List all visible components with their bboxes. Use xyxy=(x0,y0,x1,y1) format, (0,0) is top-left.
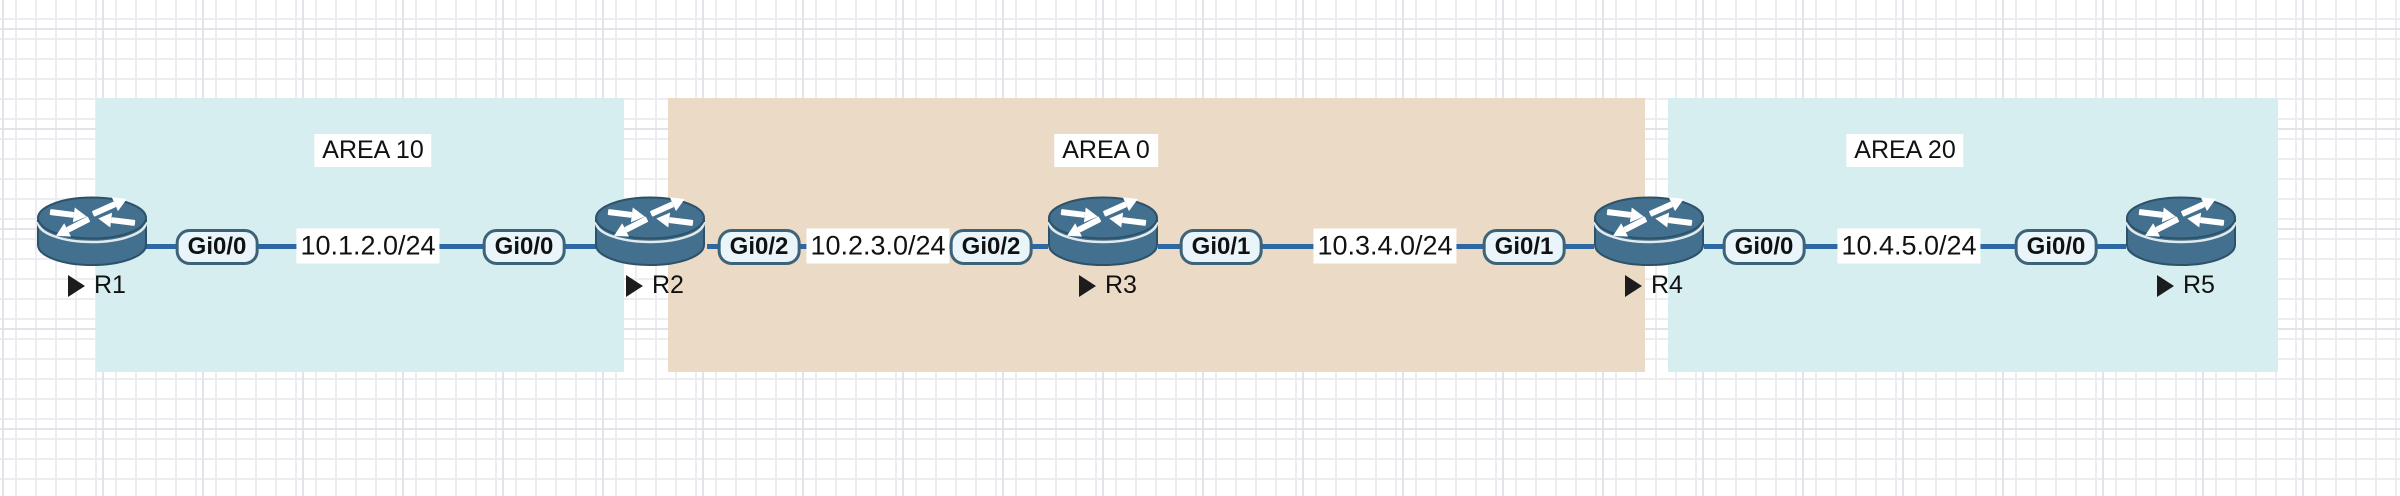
cisco-router-icon xyxy=(1048,196,1158,268)
interface-label: Gi0/0 xyxy=(1722,229,1806,265)
router-node[interactable] xyxy=(37,196,147,268)
router-node[interactable] xyxy=(1048,196,1158,268)
router-name-label: R1 xyxy=(68,273,126,298)
router-name: R2 xyxy=(652,271,684,299)
ospf-area-label: AREA 10 xyxy=(314,134,432,167)
router-node[interactable] xyxy=(595,196,705,268)
cisco-router-icon xyxy=(37,196,147,268)
network-subnet-label: 10.2.3.0/24 xyxy=(806,228,950,264)
router-node[interactable] xyxy=(1594,196,1704,268)
interface-label: Gi0/1 xyxy=(1482,229,1566,265)
play-triangle-icon xyxy=(626,274,643,297)
cisco-router-icon xyxy=(1594,196,1704,268)
ospf-area-label: AREA 20 xyxy=(1846,134,1964,167)
router-name: R1 xyxy=(94,271,126,299)
network-subnet-label: 10.4.5.0/24 xyxy=(1837,228,1981,264)
ospf-area-label: AREA 0 xyxy=(1054,134,1158,167)
play-triangle-icon xyxy=(2157,274,2174,297)
network-subnet-label: 10.1.2.0/24 xyxy=(296,228,440,264)
router-name-label: R4 xyxy=(1625,273,1683,298)
router-name-label: R3 xyxy=(1079,273,1137,298)
interface-label: Gi0/2 xyxy=(717,229,801,265)
interface-label: Gi0/1 xyxy=(1179,229,1263,265)
play-triangle-icon xyxy=(68,274,85,297)
cisco-router-icon xyxy=(595,196,705,268)
router-name: R4 xyxy=(1651,271,1683,299)
interface-label: Gi0/2 xyxy=(949,229,1033,265)
router-name-label: R2 xyxy=(626,273,684,298)
play-triangle-icon xyxy=(1625,274,1642,297)
router-name: R3 xyxy=(1105,271,1137,299)
interface-label: Gi0/0 xyxy=(175,229,259,265)
router-node[interactable] xyxy=(2126,196,2236,268)
network-subnet-label: 10.3.4.0/24 xyxy=(1313,228,1457,264)
interface-label: Gi0/0 xyxy=(482,229,566,265)
router-name: R5 xyxy=(2183,271,2215,299)
router-name-label: R5 xyxy=(2157,273,2215,298)
cisco-router-icon xyxy=(2126,196,2236,268)
interface-label: Gi0/0 xyxy=(2014,229,2098,265)
play-triangle-icon xyxy=(1079,274,1096,297)
